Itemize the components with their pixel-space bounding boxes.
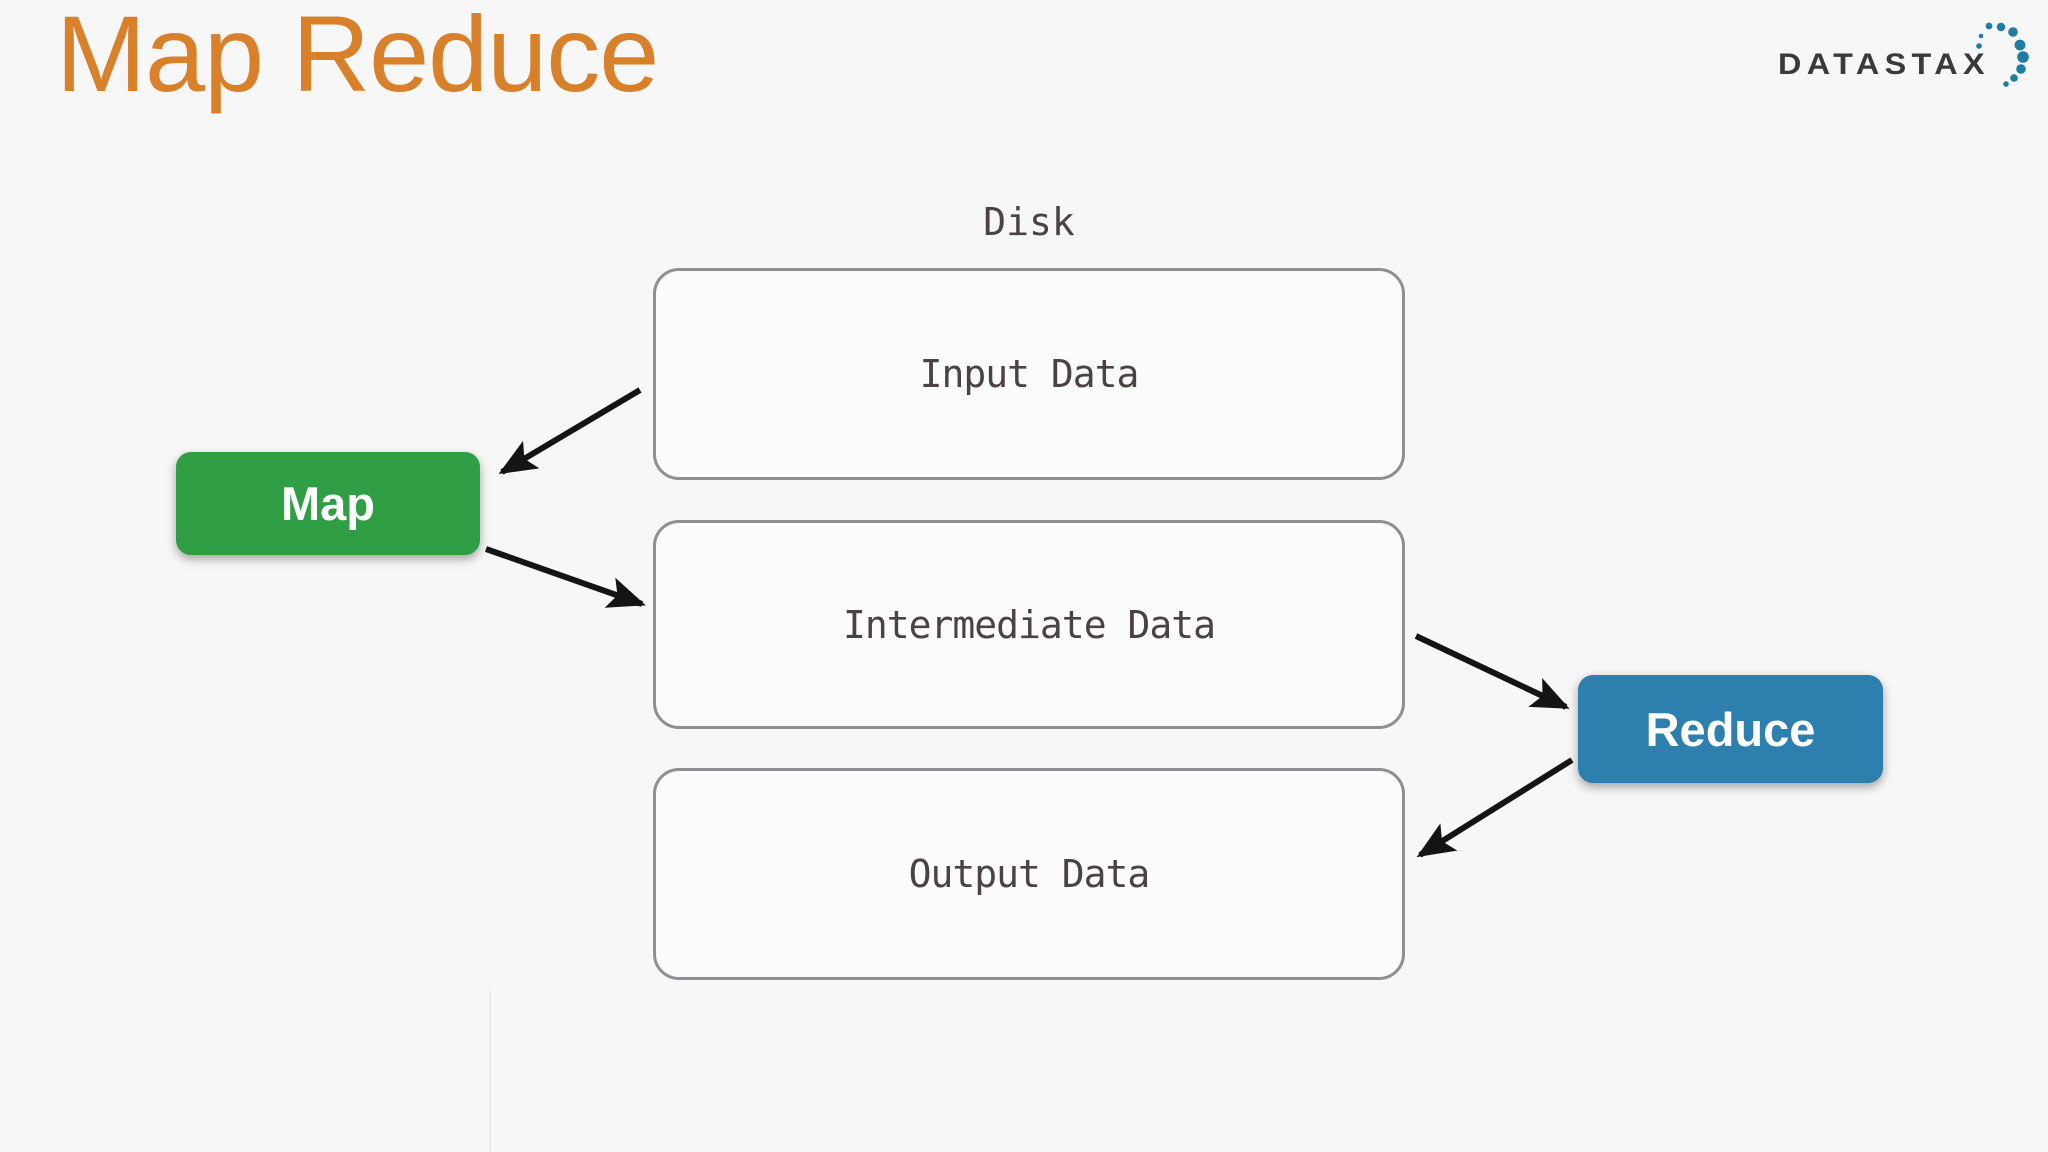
disk-label: Disk [983, 200, 1075, 244]
datastax-logo-dot-swirl [1976, 22, 2029, 87]
reduce-node-label: Reduce [1645, 702, 1816, 756]
arrow-input-to-map [498, 387, 642, 475]
arrow-map-to-intermediate [485, 546, 646, 608]
arrow-intermediate-to-reduce [1414, 633, 1570, 710]
intermediate-data-box: Intermediate Data [653, 520, 1405, 729]
background-seam-line [489, 988, 491, 1152]
intermediate-data-label: Intermediate Data [843, 602, 1216, 647]
arrow-reduce-to-output [1416, 757, 1574, 858]
page-title: Map Reduce [56, 0, 659, 114]
datastax-logo-text: DATASTAX [1778, 48, 1990, 81]
map-node: Map [176, 452, 480, 555]
reduce-node: Reduce [1578, 675, 1883, 783]
datastax-logo: DATASTAX [1778, 22, 2029, 87]
input-data-box: Input Data [653, 268, 1405, 480]
input-data-label: Input Data [919, 352, 1140, 396]
output-data-box: Output Data [653, 768, 1405, 980]
map-node-label: Map [281, 477, 375, 530]
output-data-label: Output Data [908, 852, 1151, 896]
